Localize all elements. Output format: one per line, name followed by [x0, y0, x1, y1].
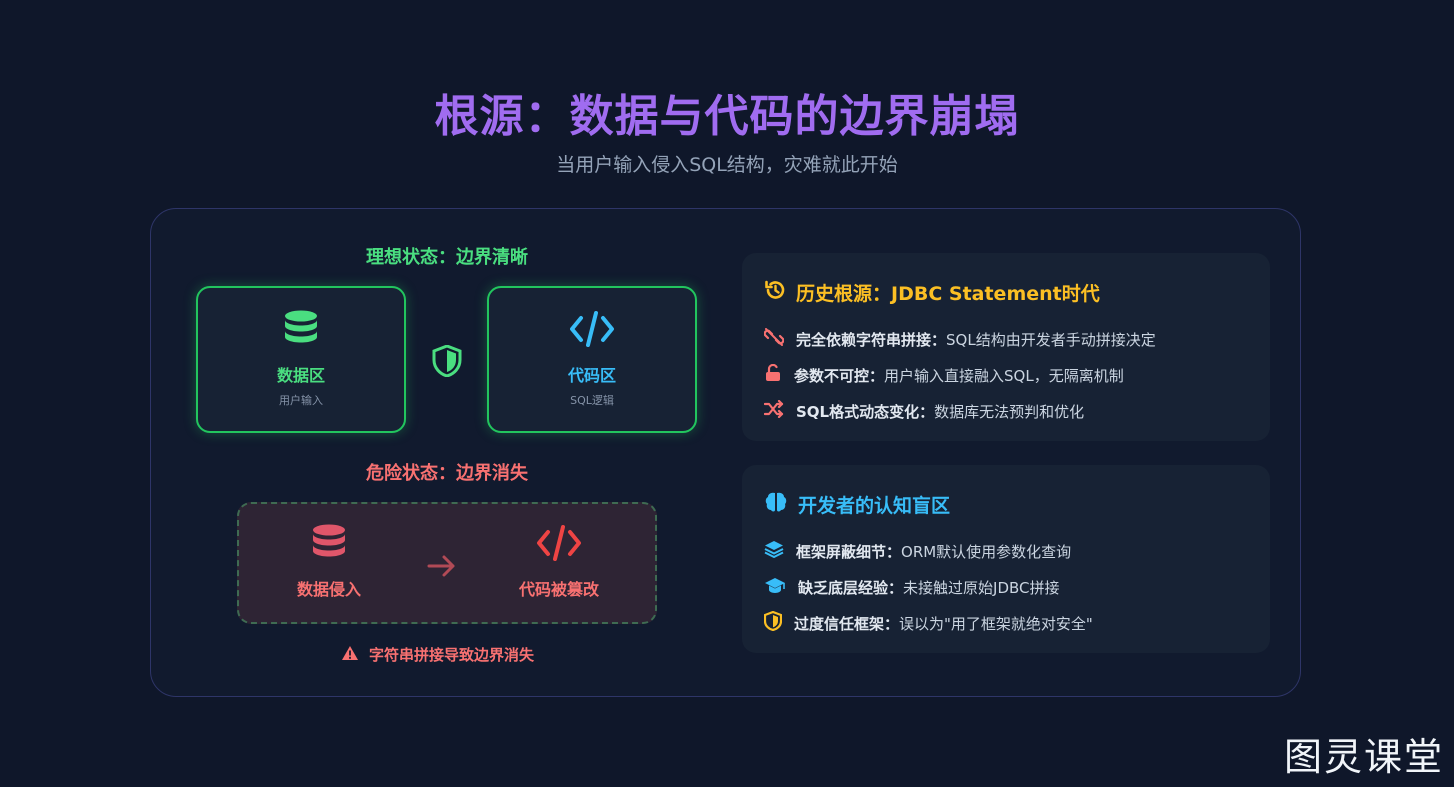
warning-message: 字符串拼接导致边界消失: [341, 644, 551, 665]
history-item-value: 用户输入直接融入SQL，无隔离机制: [884, 366, 1124, 385]
code-tampered-item: 代码被篡改: [489, 524, 629, 600]
data-inject-item: 数据侵入: [259, 524, 399, 600]
history-item-value: SQL结构由开发者手动拼接决定: [946, 330, 1156, 349]
history-card-title: 历史根源：JDBC Statement时代: [796, 283, 1100, 305]
graduation-cap-icon: [764, 576, 786, 598]
code-zone-title: 代码区: [567, 366, 616, 385]
history-card: 历史根源：JDBC Statement时代 完全依赖字符串拼接：SQL结构由开发…: [742, 253, 1270, 441]
history-icon: [764, 279, 786, 306]
list-item: 过度信任框架：误以为"用了框架就绝对安全": [763, 605, 1093, 641]
code-zone-card: 代码区 SQL逻辑: [487, 286, 697, 433]
list-item: 参数不可控：用户输入直接融入SQL，无隔离机制: [764, 357, 1156, 393]
blindspot-list: 框架屏蔽细节：ORM默认使用参数化查询 缺乏底层经验：未接触过原始JDBC拼接: [763, 533, 1093, 641]
danger-zone-box: 数据侵入 代码被篡改: [237, 502, 657, 624]
content-panel: 理想状态：边界清晰 数据区 用户输入: [150, 208, 1301, 697]
code-icon: [489, 524, 629, 566]
shield-icon: [432, 344, 462, 381]
page-title: 根源：数据与代码的边界崩塌: [434, 91, 1020, 142]
unlock-icon: [764, 363, 782, 386]
shield-icon: [763, 610, 783, 635]
blindspot-item-label: 框架屏蔽细节：: [796, 542, 902, 561]
history-item-label: 完全依赖字符串拼接：: [796, 330, 947, 349]
history-item-label: 参数不可控：: [794, 366, 885, 385]
database-icon: [198, 310, 404, 348]
data-zone-card: 数据区 用户输入: [196, 286, 406, 433]
list-item: SQL格式动态变化：数据库无法预判和优化: [763, 393, 1156, 429]
broken-link-icon: [763, 328, 785, 350]
blindspot-card: 开发者的认知盲区 框架屏蔽细节：ORM默认使用参数化查询: [742, 465, 1270, 653]
database-icon: [259, 524, 399, 566]
ideal-state-label: 理想状态：边界清晰: [366, 247, 528, 268]
list-item: 完全依赖字符串拼接：SQL结构由开发者手动拼接决定: [763, 321, 1156, 357]
blindspot-item-label: 过度信任框架：: [794, 614, 900, 633]
warning-text: 字符串拼接导致边界消失: [369, 646, 535, 664]
warning-icon: [341, 645, 359, 665]
history-card-header: 历史根源：JDBC Statement时代: [764, 279, 1100, 306]
data-zone-subtitle: 用户输入: [279, 394, 323, 407]
blindspot-item-value: 误以为"用了框架就绝对安全": [899, 614, 1093, 633]
arrow-right-icon: [427, 554, 457, 582]
watermark: 图灵课堂: [1283, 735, 1444, 779]
danger-state-label: 危险状态：边界消失: [366, 463, 528, 484]
blindspot-card-header: 开发者的认知盲区: [764, 491, 950, 518]
blindspot-item-label: 缺乏底层经验：: [798, 578, 904, 597]
page-subtitle: 当用户输入侵入SQL结构，灾难就此开始: [556, 154, 898, 176]
shuffle-icon: [763, 399, 784, 422]
brain-icon: [764, 491, 788, 518]
history-item-label: SQL格式动态变化：: [796, 402, 935, 421]
code-icon: [489, 310, 695, 348]
data-zone-title: 数据区: [276, 366, 325, 385]
list-item: 缺乏底层经验：未接触过原始JDBC拼接: [764, 569, 1093, 605]
data-inject-title: 数据侵入: [296, 580, 361, 599]
code-tampered-title: 代码被篡改: [518, 580, 599, 599]
code-zone-subtitle: SQL逻辑: [570, 394, 614, 407]
history-item-value: 数据库无法预判和优化: [934, 402, 1085, 421]
blindspot-card-title: 开发者的认知盲区: [798, 495, 951, 517]
list-item: 框架屏蔽细节：ORM默认使用参数化查询: [764, 533, 1093, 569]
layers-icon: [764, 540, 784, 562]
blindspot-item-value: ORM默认使用参数化查询: [901, 542, 1072, 561]
history-list: 完全依赖字符串拼接：SQL结构由开发者手动拼接决定 参数不可控：用户输入直接融入…: [763, 321, 1156, 429]
blindspot-item-value: 未接触过原始JDBC拼接: [903, 578, 1060, 597]
